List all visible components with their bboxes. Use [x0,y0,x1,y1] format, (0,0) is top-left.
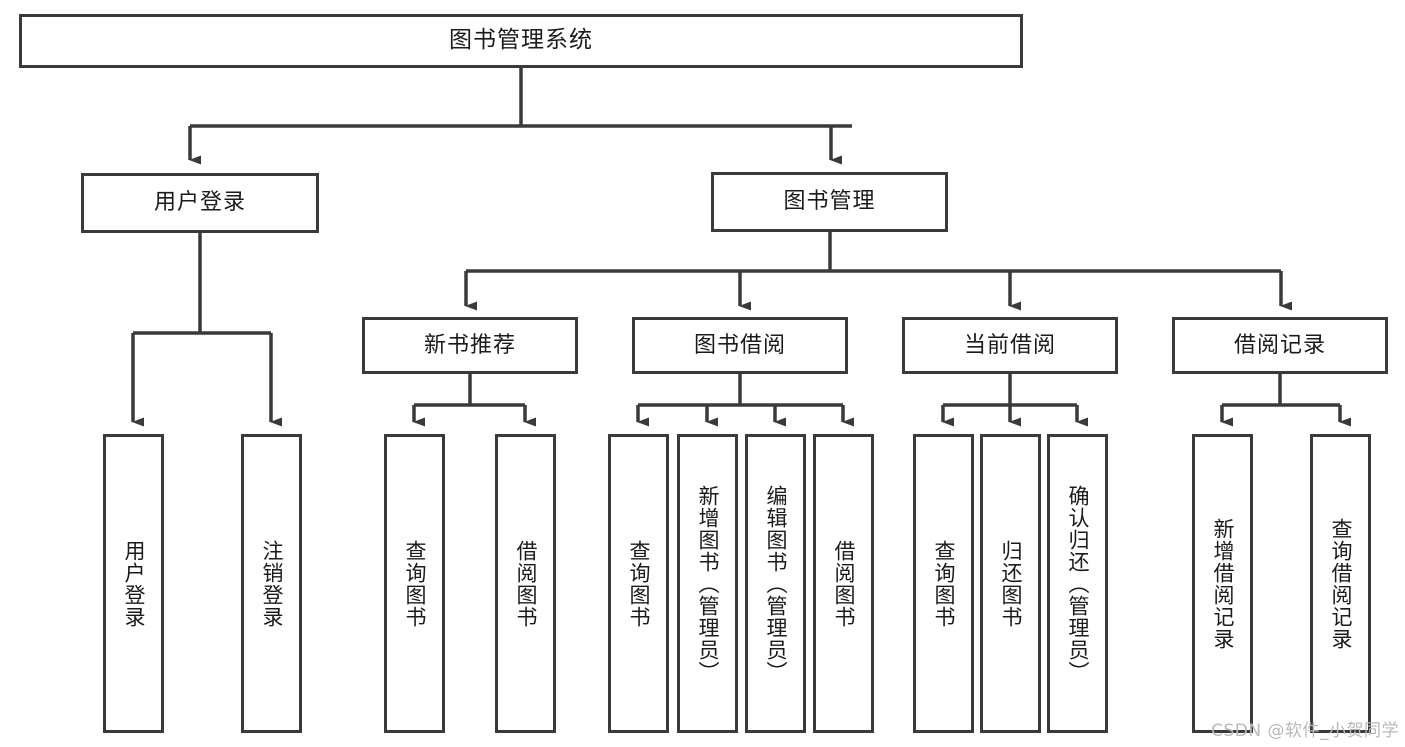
node-leaf-query-borrow-record[interactable]: 查询借阅记录 [1310,434,1371,733]
node-book-management[interactable]: 图书管理 [711,172,948,232]
node-label: 用户登录 [122,539,147,628]
node-root-system[interactable]: 图书管理系统 [19,14,1023,68]
node-label: 注销登录 [260,539,285,628]
node-label: 新增图书（管理员） [696,484,721,683]
node-label: 确认归还（管理员） [1066,484,1091,683]
node-label: 查询图书 [932,539,957,628]
node-label: 查询借阅记录 [1329,517,1354,650]
node-label: 新增借阅记录 [1211,517,1236,650]
node-label: 借阅图书 [832,539,857,628]
node-borrow-record[interactable]: 借阅记录 [1172,317,1388,374]
node-new-book-recommend[interactable]: 新书推荐 [362,317,578,374]
node-current-borrow[interactable]: 当前借阅 [902,317,1118,374]
node-leaf-add-borrow-record[interactable]: 新增借阅记录 [1192,434,1253,733]
node-leaf-borrow-book-recommend[interactable]: 借阅图书 [495,434,556,733]
node-leaf-query-book-recommend[interactable]: 查询图书 [384,434,445,733]
node-label: 借阅图书 [514,539,539,628]
node-user-login[interactable]: 用户登录 [81,173,319,233]
node-leaf-query-book-current[interactable]: 查询图书 [913,434,974,733]
node-leaf-query-book-borrow[interactable]: 查询图书 [608,434,669,733]
node-book-borrow[interactable]: 图书借阅 [632,317,848,374]
node-leaf-confirm-return[interactable]: 确认归还（管理员） [1047,434,1108,733]
watermark: CSDN @软件_小贺同学 [1211,721,1399,741]
node-leaf-return-book[interactable]: 归还图书 [980,434,1041,733]
node-leaf-add-book[interactable]: 新增图书（管理员） [677,434,738,733]
node-label: 归还图书 [999,539,1024,628]
node-leaf-borrow-book[interactable]: 借阅图书 [813,434,874,733]
node-label: 编辑图书（管理员） [764,484,789,683]
node-leaf-user-login[interactable]: 用户登录 [103,434,164,733]
node-leaf-edit-book[interactable]: 编辑图书（管理员） [745,434,806,733]
node-label: 查询图书 [627,539,652,628]
node-label: 查询图书 [403,539,428,628]
node-leaf-logout-login[interactable]: 注销登录 [241,434,302,733]
